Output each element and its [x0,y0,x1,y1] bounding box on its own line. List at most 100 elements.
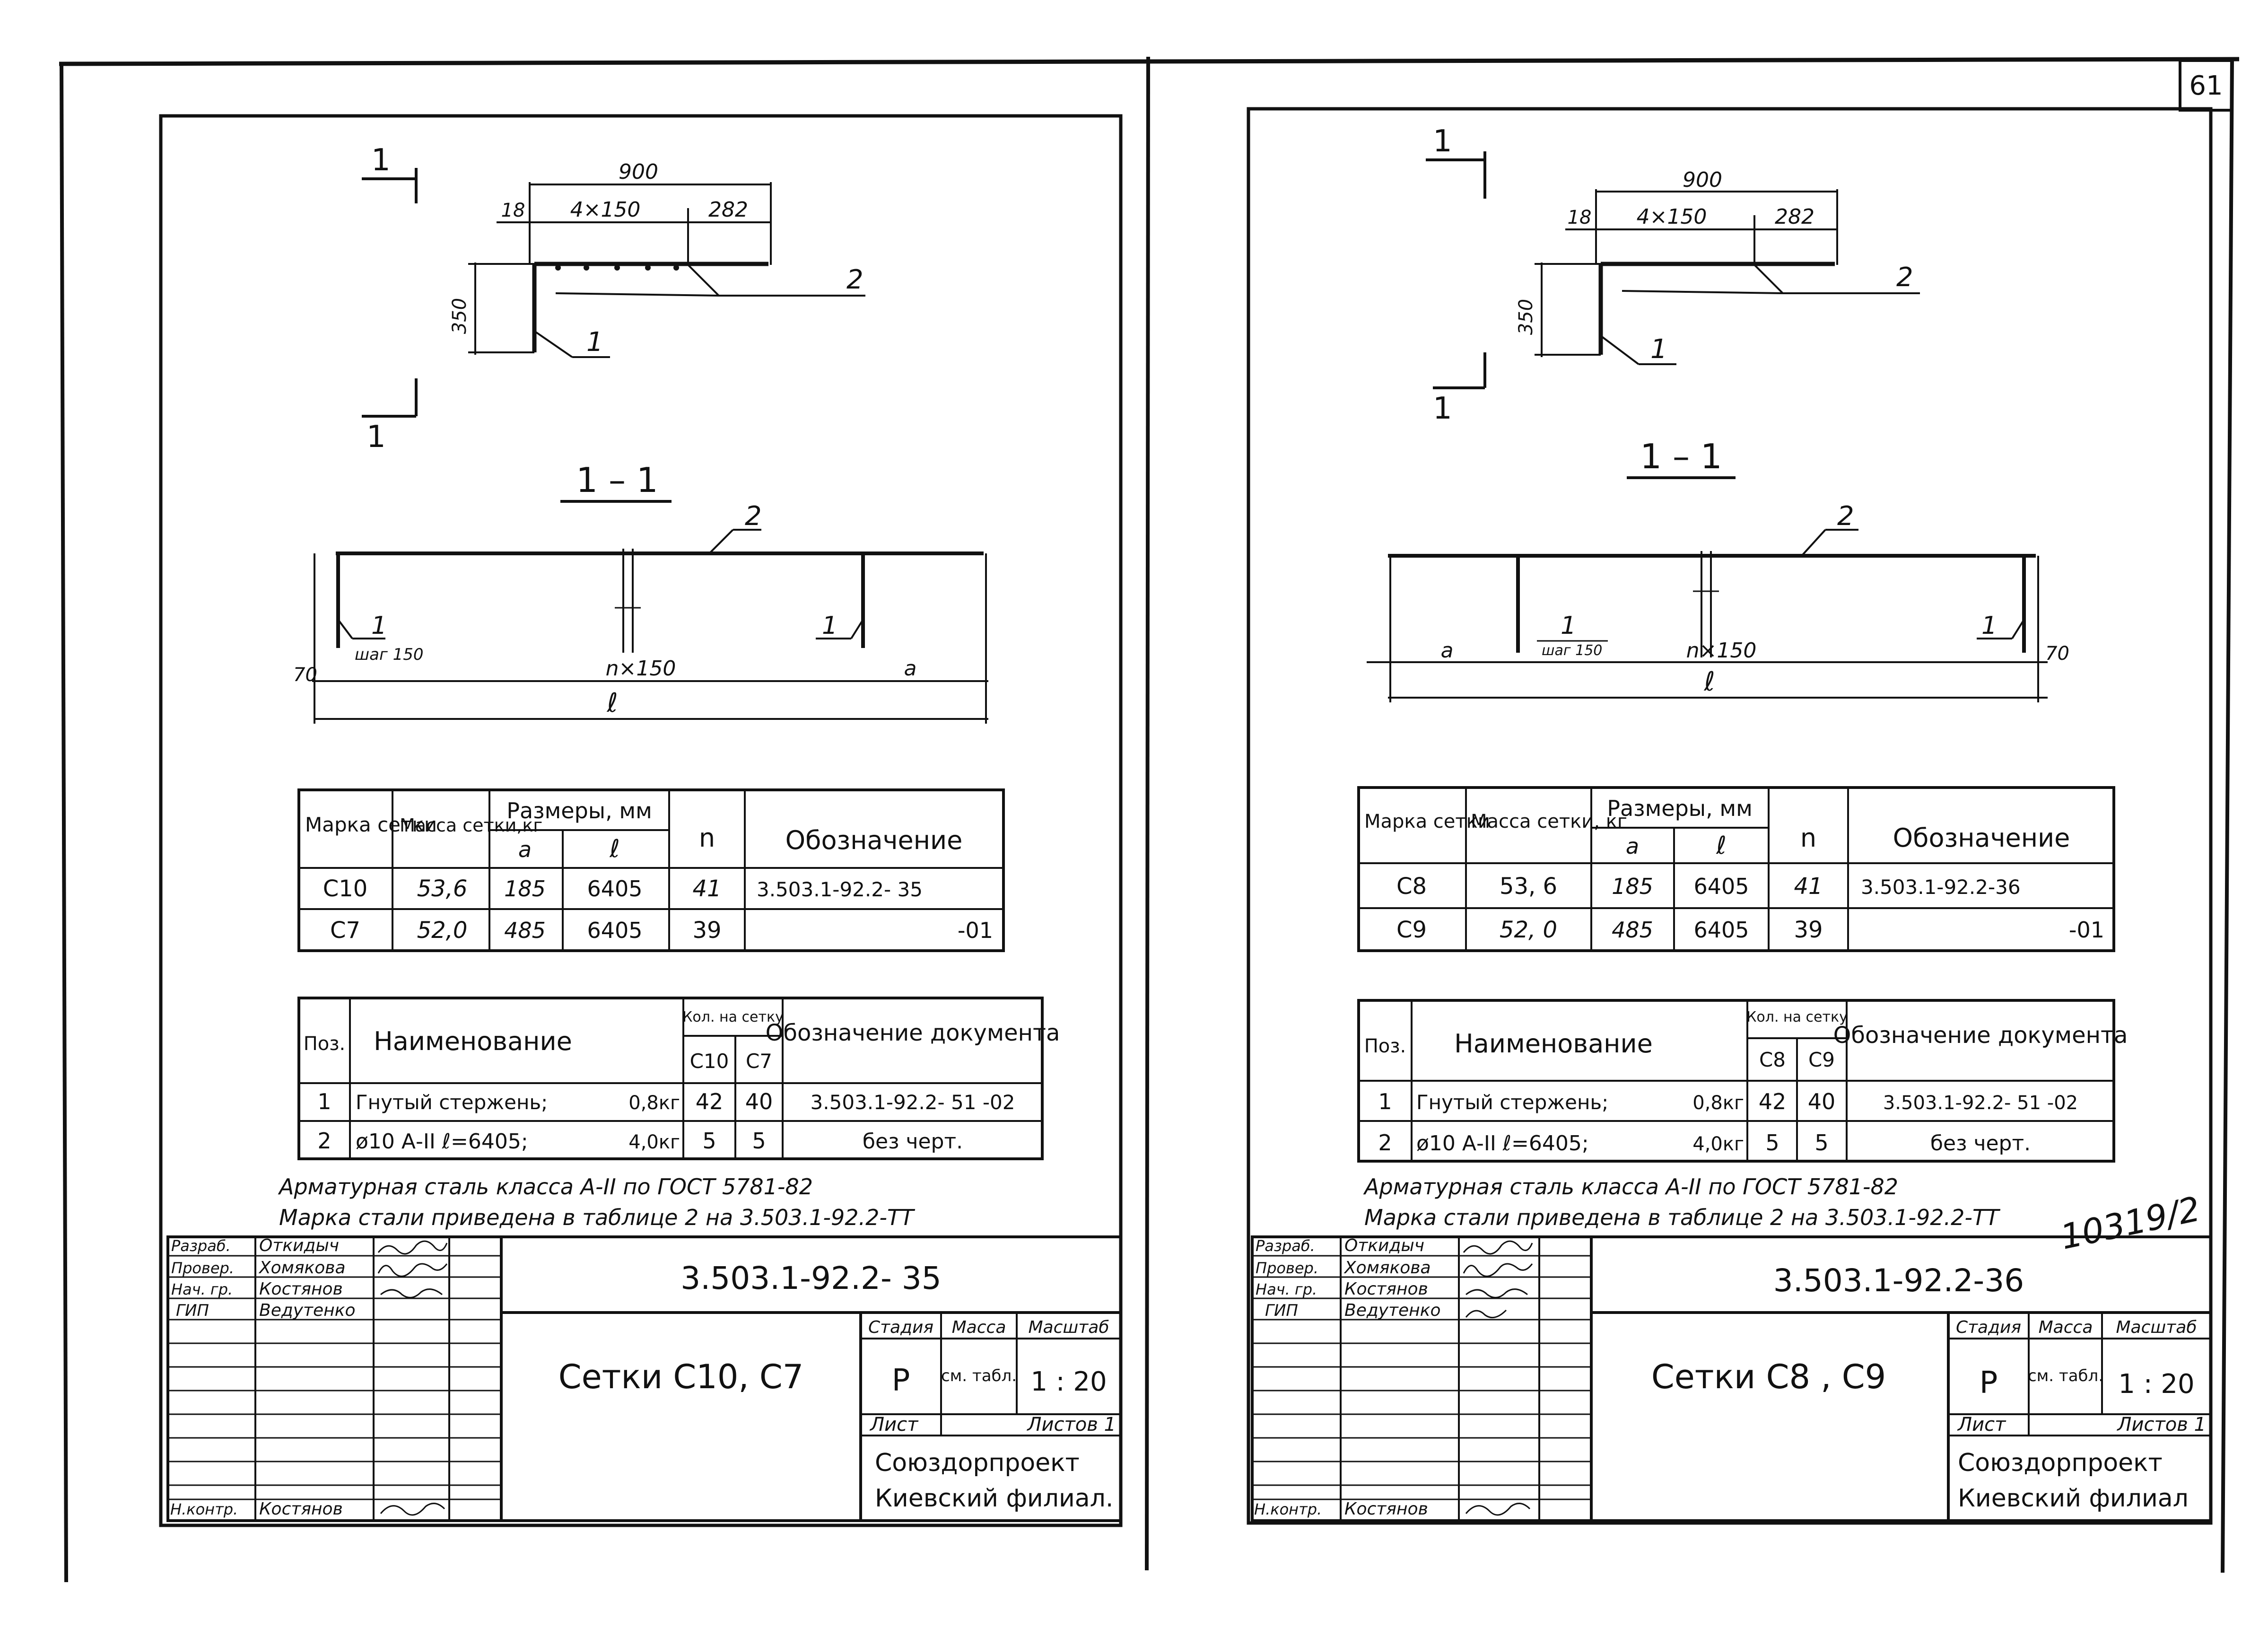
plan-view-right: 1 1 900 18 4×150 282 350 2 [1426,124,1920,426]
name-chief-engineer: Ведутенко [259,1301,355,1320]
name-developer: Откидыч [1344,1236,1424,1255]
a-header: a [1626,833,1639,859]
section-pos1-right: 1 [822,612,837,640]
note-line: Арматурная сталь класса А-II по ГОСТ 578… [278,1174,813,1199]
plan-pos1: 1 [1650,334,1667,365]
qty-header: Кол. на сетку [1746,1009,1848,1025]
q2-cell: 5 [752,1128,766,1154]
plan-nodes [555,265,679,271]
stage-label: Стадия [1956,1318,2021,1337]
name-checker: Хомякова [1343,1258,1431,1278]
stage-label: Стадия [868,1318,933,1337]
qty-header: Кол. на сетку [682,1009,784,1025]
section-count: n×150 [1686,639,1757,663]
left-sheet: 1 1 900 18 4×150 282 350 [159,114,1123,1527]
cut-label-bottom: 1 [366,420,386,455]
notes-left: Арматурная сталь класса А-II по ГОСТ 578… [278,1174,916,1230]
role-group-head: Нач. гр. [171,1280,233,1298]
mass-header: Масса сетки,кг [400,815,542,836]
name-developer: Откидыч [259,1236,339,1255]
doc-header: Обозначение документа [766,1020,1060,1046]
role-norm-control: Н.контр. [170,1500,238,1518]
doc-header: Обозначение документа [1833,1022,2128,1049]
dim-tail: 282 [1775,205,1814,229]
section-count: n×150 [606,657,676,681]
dim-offset: 18 [1568,207,1592,228]
name-cell: Гнутый стержень; [356,1091,548,1114]
n-cell: 41 [1794,873,1823,900]
n-cell: 41 [692,875,721,902]
pos-header: Поз. [1364,1035,1406,1057]
name-header: Наименование [374,1026,572,1056]
plan-pos2: 2 [1896,262,1913,293]
mass-value: см. табл. [2028,1366,2103,1385]
marks-table-left: Марка сетки Масса сетки,кг Размеры, мм a… [297,788,1005,952]
mass-cell: 4,0кг [1692,1133,1744,1155]
mass-cell: 4,0кг [628,1131,680,1153]
name-group-head: Костянов [259,1279,343,1299]
section-pos1-left: 1 [371,612,387,640]
drawing-title: Сетки С8 , С9 [1651,1357,1886,1396]
spec-table-left: Поз. Наименование Кол. на сетку С10 С7 О… [297,997,1060,1160]
name-norm-control: Костянов [1344,1499,1428,1519]
doc-cell: без черт. [863,1129,963,1154]
section-a: a [904,657,917,681]
section-pos1-right: 1 [1981,612,1997,640]
col2-header: С7 [746,1050,772,1073]
col2-header: С9 [1808,1048,1835,1071]
n-header: n [1800,823,1816,853]
cut-label-bottom: 1 [1433,391,1452,426]
role-developer: Разраб. [1256,1237,1315,1255]
section-view-right: 1 – 1 2 1 шаг 150 1 70 n×150 a ℓ [1367,437,2069,702]
mass-label: Масса [952,1318,1006,1337]
dim-height: 350 [1515,299,1537,335]
col1-header: С10 [690,1050,729,1073]
mass-cell: 0,8кг [1692,1092,1744,1114]
designation-header: Обозначение [785,825,963,855]
name-group-head: Костянов [1344,1279,1428,1299]
mass-cell: 52, 0 [1500,917,1557,943]
mark-cell: С9 [1396,917,1427,943]
role-checker: Провер. [171,1259,234,1277]
section-l: ℓ [606,688,618,718]
q2-cell: 5 [1814,1130,1828,1156]
mass-cell: 53,6 [417,875,468,902]
signatures [377,1240,448,1516]
dim-overall: 900 [1683,168,1722,192]
l-cell: 6405 [1693,874,1749,899]
inventory-number: 10319/2 [2057,1189,2204,1257]
l-header: ℓ [609,835,619,863]
l-header: ℓ [1716,832,1726,860]
section-h: 70 [2045,643,2069,665]
sizes-header: Размеры, мм [1607,796,1753,821]
role-group-head: Нач. гр. [1256,1280,1317,1298]
mark-cell: С7 [330,917,360,944]
plan-pos1: 1 [586,327,603,358]
n-cell: 39 [1794,917,1823,943]
a-cell: 185 [1612,874,1653,899]
dim-offset: 18 [501,200,525,221]
title-block-left: Разраб. Провер. Нач. гр. ГИП Н.контр. От… [166,1235,1122,1522]
page-border [59,56,2240,1583]
name-cell: Гнутый стержень; [1416,1091,1608,1114]
sheets-label: Листов 1 [1026,1414,1116,1436]
dim-overall: 900 [619,160,658,184]
name-checker: Хомякова [258,1258,346,1278]
section-view-left: 1 – 1 2 1 шаг 150 1 70 n×150 a [293,460,988,724]
page-number: 61 [2189,70,2223,101]
mass-cell: 0,8кг [628,1092,680,1114]
cut-label-top: 1 [1433,124,1452,159]
name-cell: ø10 А-II ℓ=6405; [356,1129,528,1154]
drawing-code: 3.503.1-92.2-36 [1773,1262,2024,1299]
mark-cell: С8 [1396,873,1427,900]
q2-cell: 40 [745,1089,773,1114]
l-cell: 6405 [587,918,642,943]
pos-cell: 1 [1378,1089,1392,1114]
role-checker: Провер. [1256,1259,1318,1277]
org-line-2: Киевский филиал [1958,1484,2189,1513]
mark-header: Марка сетки [305,813,437,836]
section-pos1-left: 1 [1561,612,1576,640]
mass-value: см. табл. [941,1366,1017,1385]
section-step: шаг 150 [1542,642,1602,659]
section-a: a [1441,639,1454,663]
